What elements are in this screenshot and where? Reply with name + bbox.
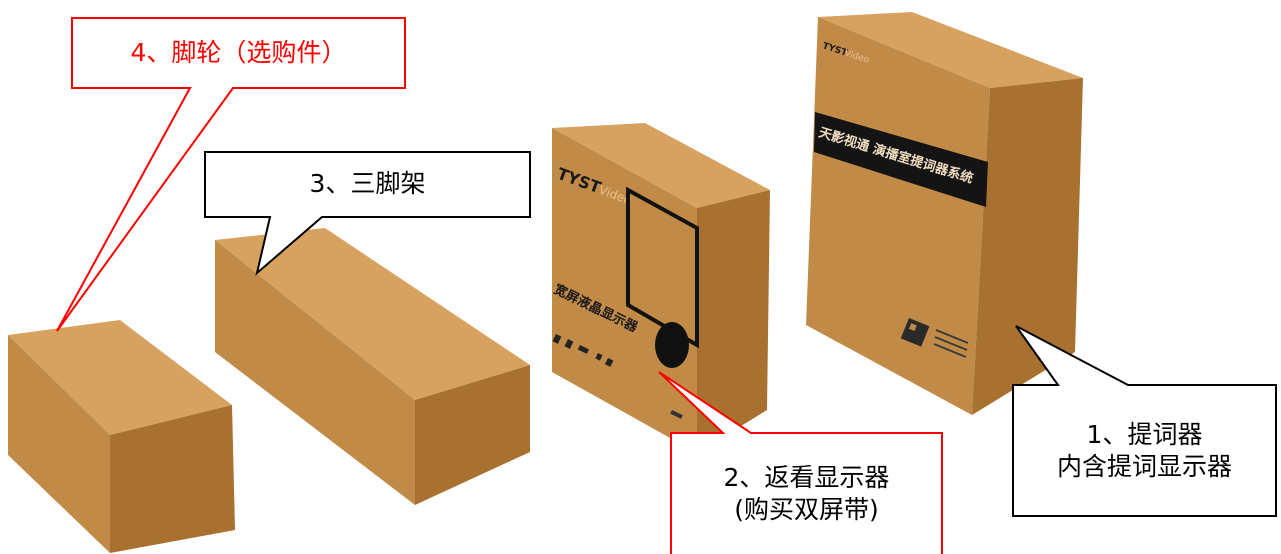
casters-box-side [110, 405, 235, 553]
callout-tripod-text: 3、三脚架 [309, 169, 426, 199]
casters-box-top [8, 320, 232, 435]
monitor-box-logo-1 [552, 333, 562, 344]
prompter-box: TYST Video 天影视通 演播室提词器系统 [806, 12, 1083, 415]
monitor-screen-outline [626, 186, 699, 349]
monitor-box-logo-5 [604, 358, 614, 367]
prompter-box-front [806, 17, 990, 415]
prompter-box-side [972, 78, 1083, 415]
tripod-box [215, 228, 530, 505]
prompter-box-banner [814, 112, 988, 207]
callout-casters-label: 4、脚轮（选购件） [72, 18, 405, 88]
monitor-box: TYST Video 宽屏液晶显示器 [550, 123, 770, 453]
callout-prompter-line2: 内含提词显示器 [1056, 452, 1232, 481]
prompter-box-qr-code [900, 318, 930, 347]
callout-monitor-line1: 2、返看显示器 [723, 462, 890, 492]
callout-monitor-line2: (购买双屏带) [734, 495, 879, 524]
casters-box-front [8, 335, 110, 553]
callout-casters-text: 4、脚轮（选购件） [130, 37, 347, 67]
casters-box [8, 320, 235, 553]
prompter-box-qr-inner [908, 323, 917, 332]
monitor-box-barcode [670, 410, 683, 419]
tripod-box-side [415, 365, 530, 505]
callout-prompter-label: 1、提词器 内含提词显示器 [1013, 390, 1276, 512]
monitor-box-logo-3 [577, 345, 589, 354]
monitor-box-logo-2 [564, 338, 574, 349]
prompter-box-fineprint-3 [933, 343, 967, 358]
callout-monitor-label: 2、返看显示器 (购买双屏带) [671, 438, 942, 550]
callout-prompter-line1: 1、提词器 [1086, 419, 1203, 449]
callout-monitor-bubble [658, 371, 943, 554]
callout-prompter [1012, 325, 1277, 517]
prompter-box-fineprint-1 [935, 329, 969, 344]
prompter-box-top [818, 12, 1083, 88]
tripod-box-top [215, 228, 530, 400]
tripod-box-front [215, 240, 415, 505]
monitor-box-logo-4 [595, 352, 603, 361]
monitor-stand-base [655, 322, 689, 368]
monitor-box-top [552, 123, 770, 208]
callout-prompter-bubble [1012, 325, 1277, 517]
callout-tripod [204, 151, 531, 276]
callout-tripod-label: 3、三脚架 [205, 152, 530, 217]
callout-casters [56, 17, 406, 332]
callout-casters-bubble [56, 17, 406, 332]
callout-monitor [658, 371, 943, 554]
callout-tripod-bubble [204, 151, 531, 276]
prompter-box-fineprint-2 [934, 336, 968, 351]
monitor-box-side [697, 190, 770, 453]
